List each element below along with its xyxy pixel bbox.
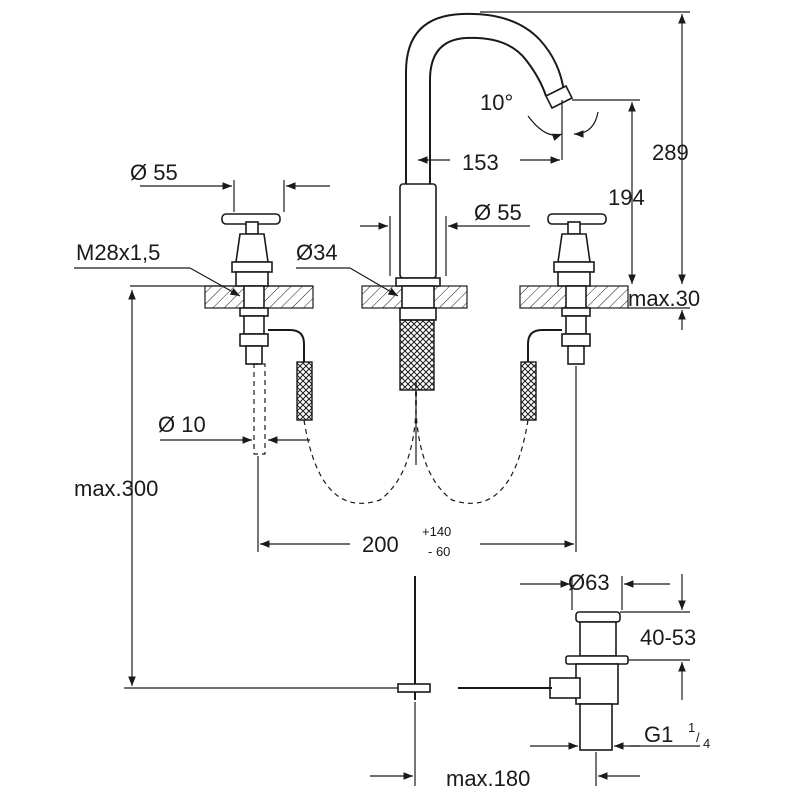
center-tol-plus-label: +140 <box>422 524 451 539</box>
center-tol-minus-label: - 60 <box>428 544 450 559</box>
right-handle-valve <box>520 213 607 421</box>
rod-length-label: max.180 <box>446 766 530 791</box>
drain-thread-num: 1 <box>688 720 695 735</box>
drain-thread-label: G1 <box>644 722 673 747</box>
spout-base-diameter-label: Ø 55 <box>474 200 522 225</box>
drain-assembly <box>397 576 629 751</box>
hose-diameter-label: Ø 10 <box>158 412 206 437</box>
spout <box>395 12 574 465</box>
hose-arc-right <box>415 379 529 504</box>
hole-diameter-label: Ø34 <box>296 240 338 265</box>
deck-left <box>130 285 314 309</box>
drain-thread-slash: / <box>696 730 700 745</box>
drain-range-label: 40-53 <box>640 625 696 650</box>
spout-reach-label: 153 <box>462 150 499 175</box>
angle-label: 10° <box>480 90 513 115</box>
total-height-label: 289 <box>652 140 689 165</box>
thread-label: M28x1,5 <box>76 240 160 265</box>
left-handle-valve <box>221 213 313 455</box>
deck-thickness-label: max.30 <box>628 286 700 311</box>
center-distance-label: 200 <box>362 532 399 557</box>
handle-diameter-label: Ø 55 <box>130 160 178 185</box>
spout-height-label: 194 <box>608 185 645 210</box>
supply-length-label: max.300 <box>74 476 158 501</box>
hose-arc-left <box>303 379 417 504</box>
drain-thread-den: 4 <box>703 736 710 751</box>
drain-diameter-label: Ø63 <box>568 570 610 595</box>
